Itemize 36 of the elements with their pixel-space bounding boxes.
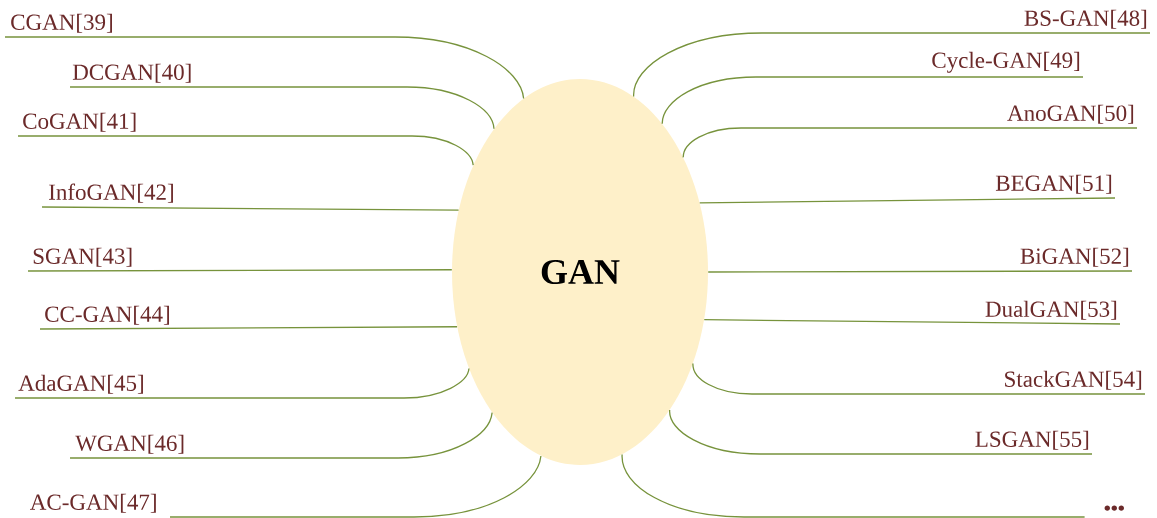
branch-label: StackGAN[54]: [1005, 370, 1142, 390]
branch-line: [682, 127, 1138, 159]
branch-label: WGAN[46]: [75, 434, 184, 454]
branch-line: [692, 362, 1146, 395]
branch-line: [69, 86, 495, 130]
branch-label: BEGAN[51]: [995, 174, 1112, 194]
branch-label: SGAN[43]: [33, 247, 132, 267]
branch-label: •••: [1104, 505, 1124, 511]
branch-line: [4, 36, 525, 100]
branch-line: [17, 135, 474, 166]
branch-label: Cycle-GAN[49]: [932, 51, 1080, 73]
branch-line: [703, 319, 1121, 325]
branch-line: [661, 76, 1084, 125]
branch-label: InfoGAN[42]: [49, 183, 173, 203]
branch-label: DualGAN[53]: [985, 300, 1117, 320]
branch-line: [14, 367, 470, 399]
branch-line: [707, 270, 1133, 273]
branch-line: [27, 269, 453, 272]
branch-label: DCGAN[40]: [72, 63, 191, 83]
branch-label: BS-GAN[48]: [1024, 9, 1147, 29]
branch-label: CoGAN[41]: [23, 112, 136, 132]
branch-label: CC-GAN[44]: [45, 305, 169, 325]
branch-line: [69, 412, 493, 459]
branch-label: AnoGAN[50]: [1007, 104, 1134, 124]
branch-label: AdaGAN[45]: [18, 374, 143, 394]
branch-line: [669, 409, 1093, 455]
branch-line: [41, 206, 460, 211]
branch-label: CGAN[39]: [11, 13, 112, 33]
branch-line: [621, 453, 1086, 518]
branch-label: LSGAN[55]: [975, 430, 1089, 450]
branch-line: [633, 32, 1151, 98]
branch-line: [169, 455, 542, 518]
branch-label: BiGAN[52]: [1020, 247, 1129, 267]
branch-line: [699, 197, 1116, 204]
branch-label: AC-GAN[47]: [30, 493, 156, 513]
branch-line: [39, 326, 458, 330]
